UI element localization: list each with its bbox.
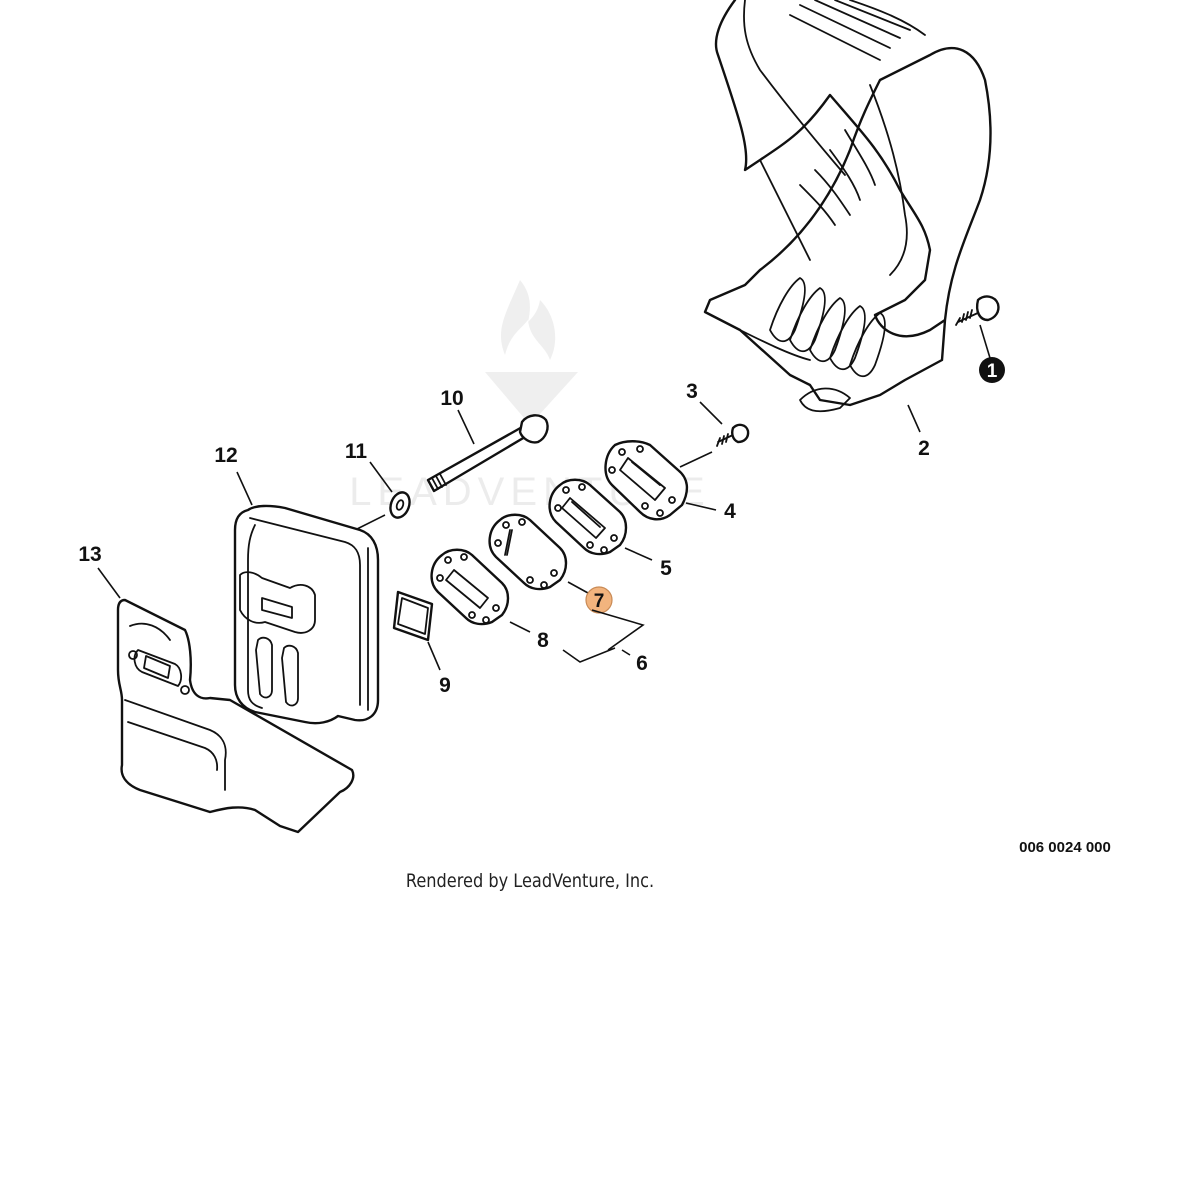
part-2-fan-housing [703, 0, 992, 413]
part-11-washer [389, 491, 411, 519]
callout-8: 8 [537, 629, 549, 652]
callout-7: 7 [594, 591, 605, 612]
callout-9: 9 [439, 674, 451, 697]
leader-4-b [685, 502, 717, 511]
drawing-number: 006 0024 000 [1019, 839, 1111, 856]
leader-9 [427, 641, 441, 671]
callout-3: 3 [686, 380, 698, 403]
part-4-flange [604, 440, 689, 521]
callout-1-badge [979, 357, 1005, 383]
part-9-screen [392, 590, 434, 642]
render-credit: Rendered by LeadVenture, Inc. [405, 870, 655, 892]
callout-13: 13 [78, 543, 101, 566]
part-3-screw [716, 423, 750, 447]
part-7-plate [488, 513, 568, 591]
callout-5: 5 [660, 557, 672, 580]
leader-11 [369, 461, 393, 493]
leader-3 [699, 401, 723, 425]
leader-1 [979, 324, 991, 359]
leader-2 [907, 404, 921, 433]
callout-2: 2 [918, 437, 930, 460]
leader-10 [457, 409, 475, 445]
lower-vent-slots [769, 277, 886, 378]
part-12-muffler [233, 504, 380, 725]
callout-7-highlight [585, 586, 613, 614]
leader-12 [236, 471, 253, 506]
part-13-heat-shield [116, 598, 355, 834]
callout-10: 10 [440, 387, 463, 410]
leader-6 [621, 649, 631, 656]
callout-12: 12 [214, 444, 237, 467]
leader-8 [509, 621, 531, 633]
part-8-gasket [430, 548, 510, 626]
part-1-screw [955, 295, 1000, 326]
leader-4-a [679, 451, 713, 468]
leader-13 [97, 567, 121, 599]
callout-4: 4 [724, 500, 736, 523]
leader-7 [567, 581, 589, 594]
callout-11: 11 [345, 440, 368, 463]
callout-1: 1 [987, 361, 998, 382]
callout-6: 6 [636, 652, 648, 675]
part-5-gasket [548, 478, 628, 556]
leader-5 [624, 547, 653, 561]
part-10-bolt [426, 414, 549, 493]
bracket-6 [562, 609, 645, 663]
